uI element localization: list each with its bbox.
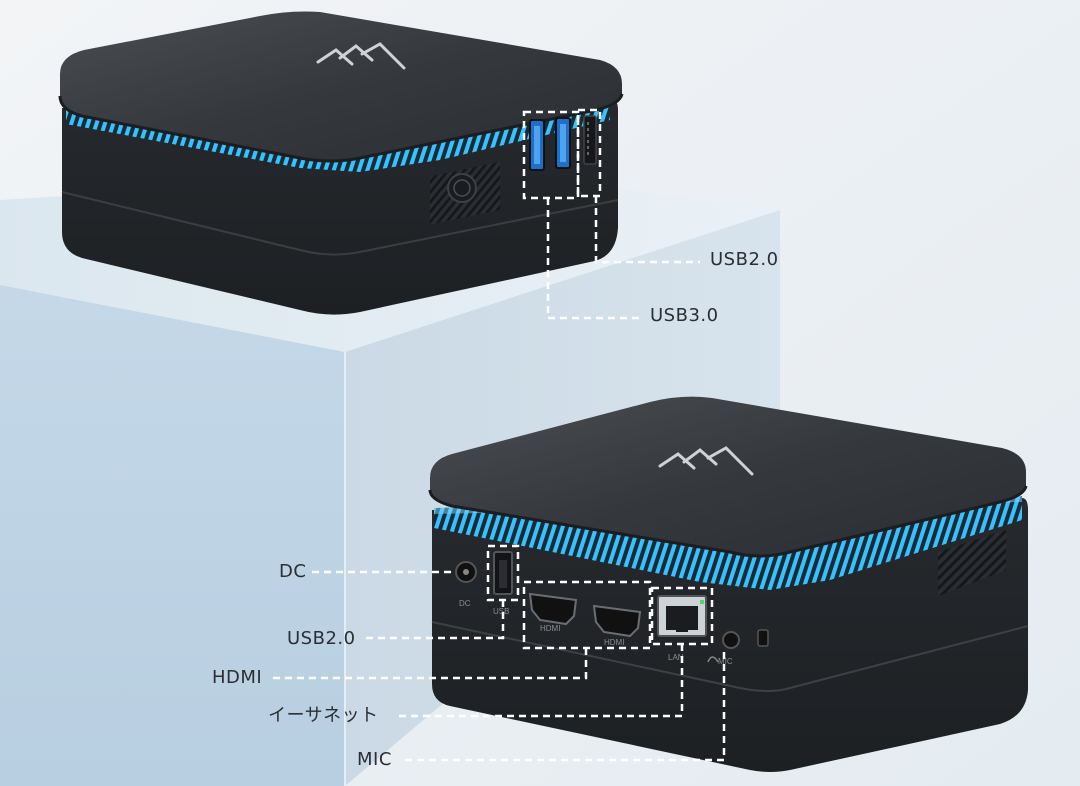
callout-hdmi: HDMI — [212, 667, 263, 688]
print-dc: DC — [459, 599, 471, 608]
ethernet-port — [657, 595, 707, 637]
side-grille-bottom — [938, 530, 1006, 596]
print-hdmi-1: HDMI — [540, 624, 560, 633]
callout-usb30-top: USB3.0 — [650, 305, 719, 326]
kensington-lock-icon — [757, 629, 769, 647]
callout-dc: DC — [279, 561, 307, 582]
headphone-icon — [707, 656, 719, 663]
brand-logo-icon — [316, 42, 406, 70]
brand-logo-icon-bottom — [658, 446, 754, 476]
callout-usb20-top: USB2.0 — [710, 249, 779, 270]
hdmi-ports — [528, 592, 642, 638]
print-usb: USB — [493, 607, 509, 616]
mic-jack — [722, 631, 740, 649]
usb2-port-bottom — [493, 551, 513, 595]
print-hdmi-2: HDMI — [604, 638, 624, 647]
top-mini-pc — [58, 11, 624, 315]
usb3-ports-top — [529, 117, 571, 171]
callout-ethernet: イーサネット — [268, 705, 379, 726]
bottom-mini-pc: DC USB HDMI HDMI LAN MIC — [428, 396, 1029, 772]
callout-lines — [272, 108, 726, 762]
power-button-icon — [447, 173, 477, 203]
usb2-port-top — [583, 115, 597, 165]
dc-jack — [455, 561, 477, 583]
callout-usb20-bottom: USB2.0 — [287, 628, 356, 649]
callout-mic: MIC — [357, 749, 392, 770]
print-mic: MIC — [718, 657, 733, 666]
print-lan: LAN — [668, 653, 684, 662]
